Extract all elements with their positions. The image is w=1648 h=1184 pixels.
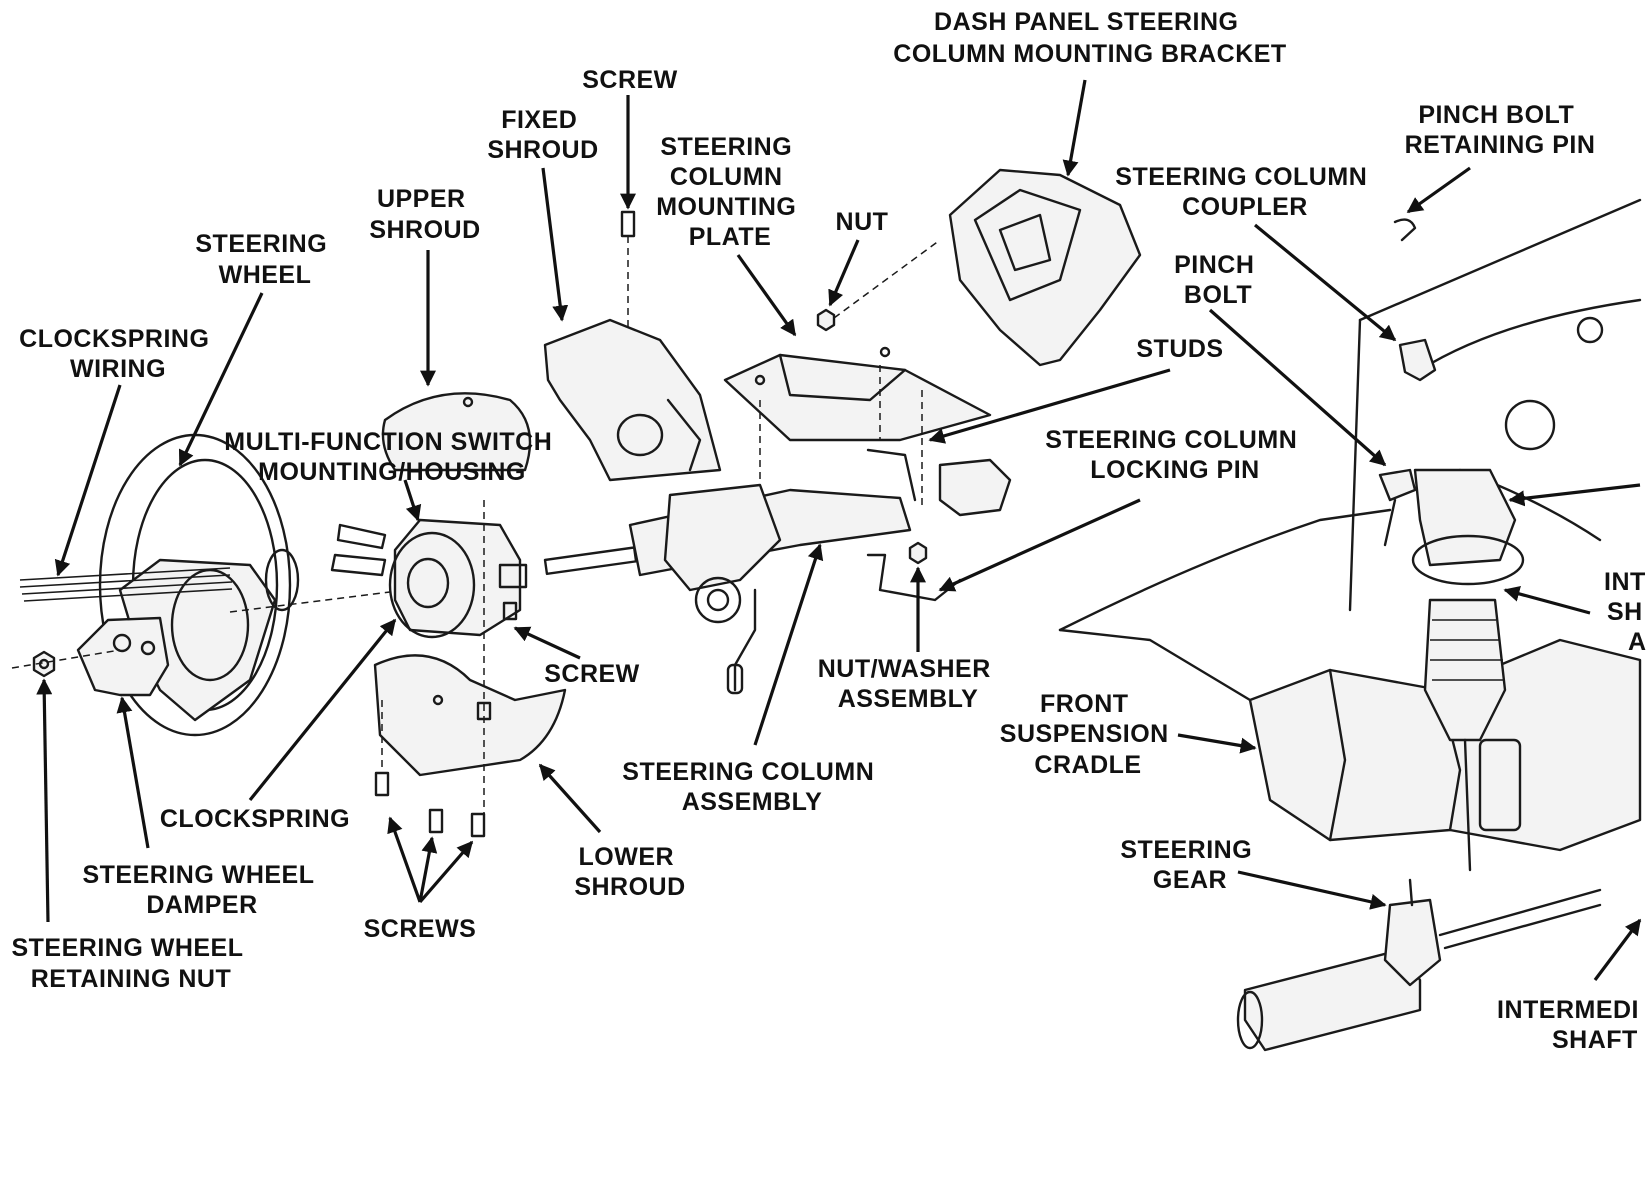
steering-gear-part xyxy=(1236,878,1602,1052)
leader-dash-bracket xyxy=(1062,79,1087,177)
label-screws: SCREWS xyxy=(364,915,477,943)
leader-steering-wheel xyxy=(178,292,264,467)
dash-panel-bracket-part xyxy=(948,168,1142,367)
label-retaining-nut: STEERING WHEEL RETAINING NUT xyxy=(11,934,250,993)
label-nut-washer: NUT/WASHER ASSEMBLY xyxy=(818,655,999,713)
label-column-locking-pin: STEERING COLUMN LOCKING PIN xyxy=(1045,426,1304,484)
column-mounting-plate-part xyxy=(723,346,992,442)
label-column-coupler: STEERING COLUMN COUPLER xyxy=(1115,163,1374,221)
label-steering-gear: STEERING GEAR xyxy=(1120,836,1259,894)
leader-int-shaft-bottom xyxy=(1593,918,1642,981)
front-suspension-cradle-part xyxy=(1058,508,1642,852)
leader-retaining-nut xyxy=(36,678,53,923)
leader-screw-middle xyxy=(513,626,581,660)
leader-coupler xyxy=(1253,223,1397,342)
label-clockspring: CLOCKSPRING xyxy=(160,805,350,833)
leader-mounting-plate xyxy=(736,254,797,337)
clockspring-wiring-part xyxy=(19,567,233,602)
label-steering-wheel: STEERING WHEEL xyxy=(195,230,334,289)
steering-column-part xyxy=(543,448,1012,695)
label-intermediate-shaft-right: INT SH A xyxy=(1604,568,1648,656)
label-lower-shroud: LOWER SHROUD xyxy=(574,843,685,901)
label-fixed-shroud: FIXED SHROUD xyxy=(487,106,598,164)
label-wheel-damper: STEERING WHEEL DAMPER xyxy=(82,861,321,919)
leader-screws-3 xyxy=(418,840,474,904)
label-column-assembly: STEERING COLUMN ASSEMBLY xyxy=(622,758,881,816)
leader-pinch-pin xyxy=(1406,166,1471,214)
leader-screws-1 xyxy=(387,816,422,903)
label-studs: STUDS xyxy=(1136,335,1223,363)
coupler-part xyxy=(1378,218,1437,547)
label-intermediate-shaft-bottom: INTERMEDI SHAFT xyxy=(1497,996,1646,1054)
label-front-suspension-cradle: FRONT SUSPENSION CRADLE xyxy=(1000,690,1176,779)
leader-lower-shroud xyxy=(538,763,602,834)
label-screw-middle: SCREW xyxy=(544,660,640,688)
body-panel-part xyxy=(1348,198,1642,612)
fixed-shroud-part xyxy=(543,318,722,482)
leader-clockspring xyxy=(248,618,397,802)
leader-multifunction xyxy=(403,479,422,522)
label-screw-top: SCREW xyxy=(582,66,678,94)
leader-fixed-shroud xyxy=(541,167,569,322)
multifunction-switch-part xyxy=(330,518,528,639)
steering-wheel-damper-part xyxy=(76,616,170,697)
leader-locking-pin xyxy=(938,498,1141,592)
leader-nut xyxy=(828,239,860,307)
leader-screws-2 xyxy=(418,836,438,903)
leader-clockspring-wiring xyxy=(54,384,122,577)
leader-studs xyxy=(928,368,1171,444)
leader-int-shaft-right-2 xyxy=(1503,586,1591,615)
lower-shroud-part xyxy=(373,654,567,777)
locking-pin-part xyxy=(866,541,962,602)
label-pinch-bolt-retaining-pin: PINCH BOLT RETAINING PIN xyxy=(1405,101,1596,159)
leader-int-shaft-right-1 xyxy=(1508,483,1641,507)
leader-lines xyxy=(36,79,1642,981)
leader-steering-gear xyxy=(1237,870,1387,910)
label-upper-shroud: UPPER SHROUD xyxy=(369,185,480,244)
label-pinch-bolt: PINCH BOLT xyxy=(1174,251,1262,309)
label-nut: NUT xyxy=(836,208,889,236)
intermediate-shaft-part xyxy=(1411,534,1525,872)
leader-damper xyxy=(116,696,150,849)
leader-cradle xyxy=(1177,733,1257,754)
leader-column-assembly xyxy=(753,543,824,746)
label-multifunction-switch: MULTI-FUNCTION SWITCH MOUNTING/HOUSING xyxy=(224,428,559,486)
label-clockspring-wiring: CLOCKSPRING WIRING xyxy=(19,325,217,383)
label-column-mounting-plate: STEERING COLUMN MOUNTING PLATE xyxy=(656,133,804,251)
nut-part xyxy=(816,308,836,332)
leader-pinch-bolt xyxy=(1208,308,1387,467)
label-dash-panel-bracket: DASH PANEL STEERING COLUMN MOUNTING BRAC… xyxy=(893,8,1286,68)
upper-shroud-part xyxy=(381,392,532,472)
labels: DASH PANEL STEERING COLUMN MOUNTING BRAC… xyxy=(11,8,1648,1054)
